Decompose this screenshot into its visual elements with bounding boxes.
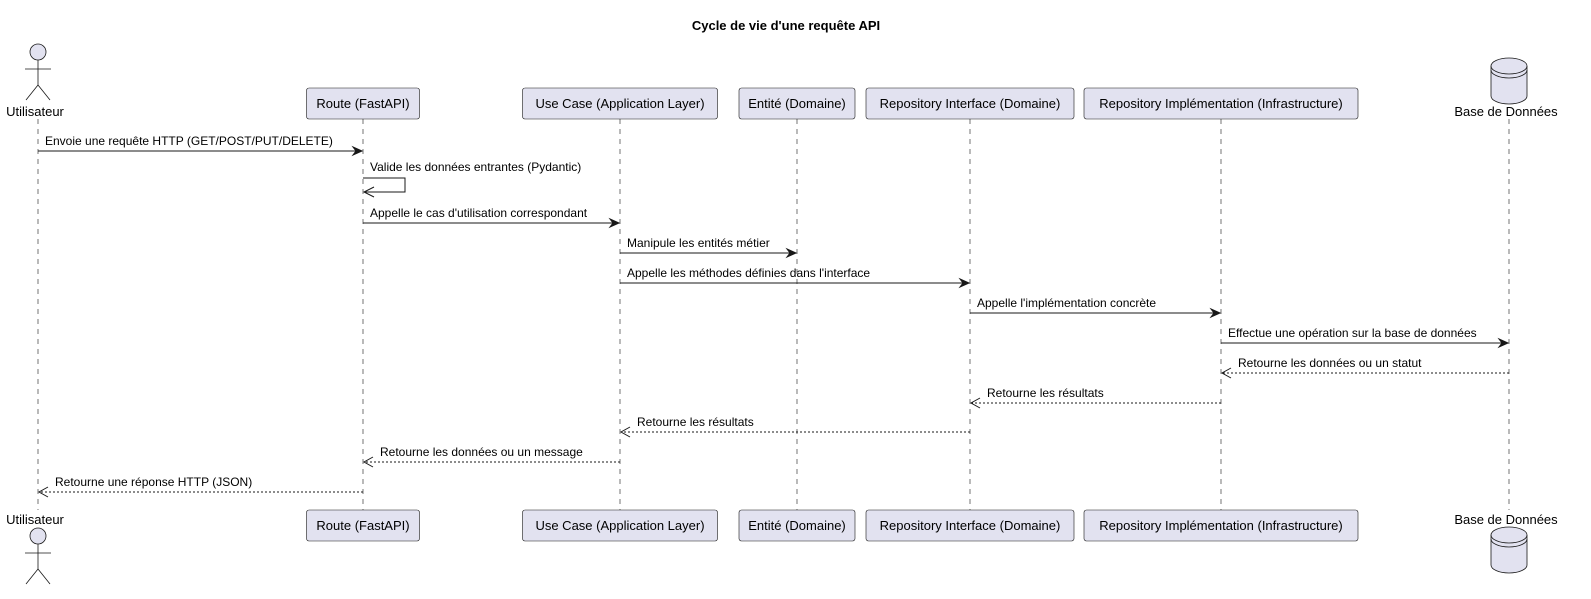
participant-entity-bottom: Entité (Domaine)	[738, 509, 856, 542]
participant-label: Route (FastAPI)	[316, 518, 409, 533]
participant-repoimpl-bottom: Repository Implémentation (Infrastructur…	[1083, 509, 1359, 542]
actor-user-top-icon	[25, 43, 51, 101]
arrowhead-open	[1220, 367, 1232, 379]
participant-route-bottom: Route (FastAPI)	[306, 509, 420, 542]
message-line	[363, 177, 406, 193]
participant-label: Use Case (Application Layer)	[535, 518, 704, 533]
participant-usecase-bottom: Use Case (Application Layer)	[522, 509, 718, 542]
message-label: Retourne les données ou un statut	[1238, 356, 1422, 370]
participant-label: Use Case (Application Layer)	[535, 96, 704, 111]
database-db-bottom-icon	[1490, 526, 1528, 574]
participant-repoif-bottom: Repository Interface (Domaine)	[865, 509, 1075, 542]
messages: Envoie une requête HTTP (GET/POST/PUT/DE…	[37, 134, 1510, 498]
participant-label: Repository Implémentation (Infrastructur…	[1099, 96, 1342, 111]
arrowhead-filled	[958, 277, 971, 289]
message-7: Effectue une opération sur la base de do…	[1221, 326, 1510, 349]
participant-entity-top: Entité (Domaine)	[738, 87, 856, 120]
message-label: Appelle les méthodes définies dans l'int…	[627, 266, 870, 280]
message-6: Appelle l'implémentation concrète	[970, 296, 1222, 319]
arrowhead-filled	[608, 217, 621, 229]
participant-label: Repository Implémentation (Infrastructur…	[1099, 518, 1342, 533]
participant-usecase-top: Use Case (Application Layer)	[522, 87, 718, 120]
message-10: Retourne les résultats	[619, 415, 970, 438]
message-4: Manipule les entités métier	[620, 236, 798, 259]
participant-label: Repository Interface (Domaine)	[880, 96, 1061, 111]
message-label: Envoie une requête HTTP (GET/POST/PUT/DE…	[45, 134, 333, 148]
participant-route-top: Route (FastAPI)	[306, 87, 420, 120]
message-label: Effectue une opération sur la base de do…	[1228, 326, 1477, 340]
message-label: Retourne les données ou un message	[380, 445, 583, 459]
message-label: Retourne les résultats	[987, 386, 1104, 400]
message-3: Appelle le cas d'utilisation corresponda…	[363, 206, 621, 229]
participant-label: Entité (Domaine)	[748, 96, 846, 111]
participant-label: Repository Interface (Domaine)	[880, 518, 1061, 533]
message-label: Appelle le cas d'utilisation corresponda…	[370, 206, 588, 220]
arrowhead-open	[969, 397, 981, 409]
arrowhead-filled	[1497, 337, 1510, 349]
actor-label-top: Utilisateur	[6, 104, 64, 119]
message-1: Envoie une requête HTTP (GET/POST/PUT/DE…	[38, 134, 364, 157]
database-db-top-icon	[1490, 57, 1528, 105]
participant-repoimpl-top: Repository Implémentation (Infrastructur…	[1083, 87, 1359, 120]
arrowhead	[362, 186, 375, 198]
arrowhead-open	[37, 486, 49, 498]
arrowhead-open	[619, 426, 631, 438]
message-9: Retourne les résultats	[969, 386, 1221, 409]
arrowhead-filled	[1209, 307, 1222, 319]
lifelines	[37, 119, 1510, 510]
diagram-title: Cycle de vie d'une requête API	[692, 18, 880, 33]
message-label: Valide les données entrantes (Pydantic)	[370, 160, 581, 174]
message-label: Retourne les résultats	[637, 415, 754, 429]
participant-label: Route (FastAPI)	[316, 96, 409, 111]
actor-user-bottom-icon	[25, 527, 51, 585]
message-2: Valide les données entrantes (Pydantic)	[362, 160, 581, 198]
participant-repoif-top: Repository Interface (Domaine)	[865, 87, 1075, 120]
message-label: Appelle l'implémentation concrète	[977, 296, 1156, 310]
participant-label: Entité (Domaine)	[748, 518, 846, 533]
arrowhead-filled	[351, 145, 364, 157]
message-5: Appelle les méthodes définies dans l'int…	[620, 266, 971, 289]
arrowhead-filled	[785, 247, 798, 259]
database-label-top: Base de Données	[1454, 104, 1558, 119]
message-11: Retourne les données ou un message	[362, 445, 620, 468]
message-label: Manipule les entités métier	[627, 236, 770, 250]
arrowhead-open	[362, 456, 374, 468]
database-label-bottom: Base de Données	[1454, 512, 1558, 527]
message-label: Retourne une réponse HTTP (JSON)	[55, 475, 252, 489]
actor-label-bottom: Utilisateur	[6, 512, 64, 527]
message-12: Retourne une réponse HTTP (JSON)	[37, 475, 363, 498]
message-8: Retourne les données ou un statut	[1220, 356, 1509, 379]
